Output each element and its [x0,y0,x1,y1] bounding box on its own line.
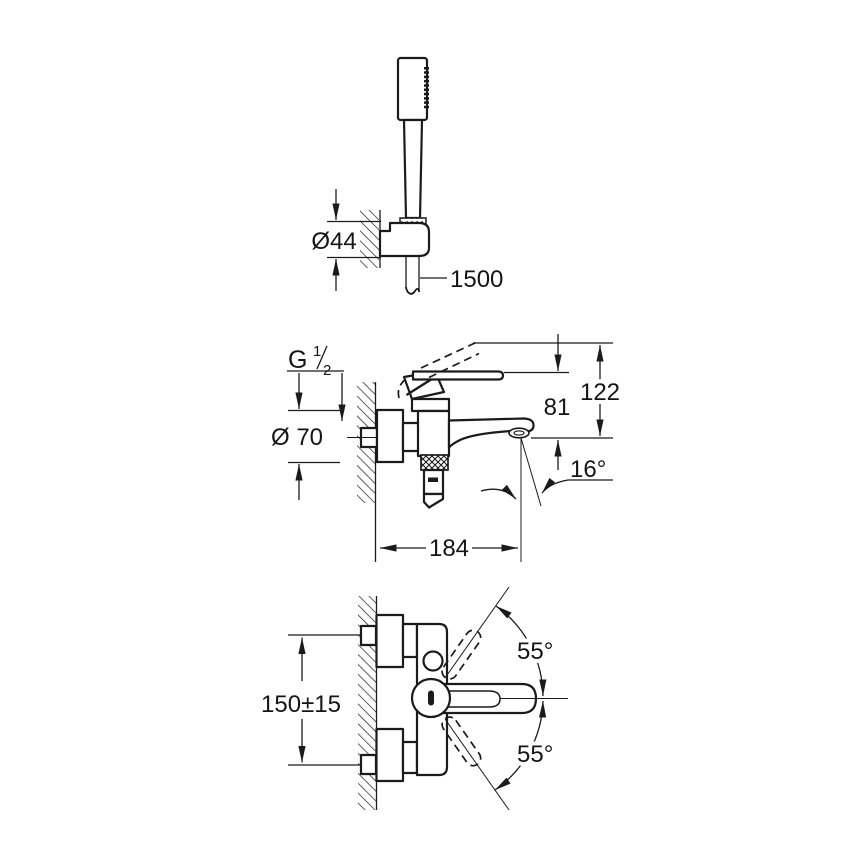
dim-projection-label: 184 [429,535,469,562]
hand-shower-view: Ø44 1500 [311,56,503,295]
fraction-slash [316,345,328,370]
lever-open-ghost [397,341,480,399]
lever-ghost-up [441,629,482,680]
mixer-body [416,409,451,458]
lever-cap-slot [428,690,434,706]
hose-connection-nut [420,454,449,471]
aerator [508,427,530,439]
thread-numerator: 1 [313,343,321,360]
shower-holder [378,221,431,258]
dim-lever-swing-lower-label: 55° [517,741,553,768]
lever-ghost-down [441,716,482,767]
shower-hose [405,256,420,295]
dim-holder-diameter-label: Ø44 [311,228,356,255]
dim-spout-to-lever-label: 81 [544,394,571,421]
dim-spout-angle: 16° [480,437,613,562]
dim-escutcheon-diameter-label: Ø 70 [271,424,323,451]
escutcheon-flange [375,408,405,464]
dim-lever-swing-upper-label: 55° [517,638,553,665]
lower-swing-arc [494,700,547,791]
dim-escutcheon-diameter: Ø 70 [271,373,340,500]
hose-cut-end [405,286,420,295]
aerator-inner [513,430,525,436]
body-neck [401,421,421,453]
dim-spout-angle-label: 16° [570,456,606,483]
dim-hose-length-label: 1500 [450,266,503,293]
lower-flange [375,727,405,783]
shower-handle [402,118,424,220]
thread-letter: G [288,346,307,374]
lower-neck [401,740,419,775]
dim-overall-height-label: 122 [580,379,620,406]
upper-swing-reference-line [444,586,510,679]
mixer-side-view: G 1 2 Ø 70 81 122 [271,334,624,562]
dim-connection-centres-label: 150±15 [261,691,341,718]
dim-hose-length: 1500 [420,266,503,293]
diverter-knob [422,650,444,672]
upper-swing-arc [495,605,547,697]
upper-neck [401,622,419,659]
lever-closed [402,370,505,401]
shower-head [396,56,429,122]
dim-heights: 81 122 [473,334,624,470]
dim-holder-diameter: Ø44 [311,189,381,291]
wall-hatch [360,210,379,268]
outlet-tip [422,492,445,509]
upper-flange [375,613,405,669]
cartridge-collar [410,397,451,413]
dim-projection: 184 [380,535,518,562]
outlet-slot [428,477,438,482]
dim-thread-size: G 1 2 [287,343,346,421]
mixer-plan-view: 55° 55° 150±15 [257,586,568,811]
shower-outlet [420,454,449,509]
upper-union-nut [359,624,378,647]
dim-connection-centres: 150±15 [257,637,345,763]
lower-union-nut [359,753,378,776]
